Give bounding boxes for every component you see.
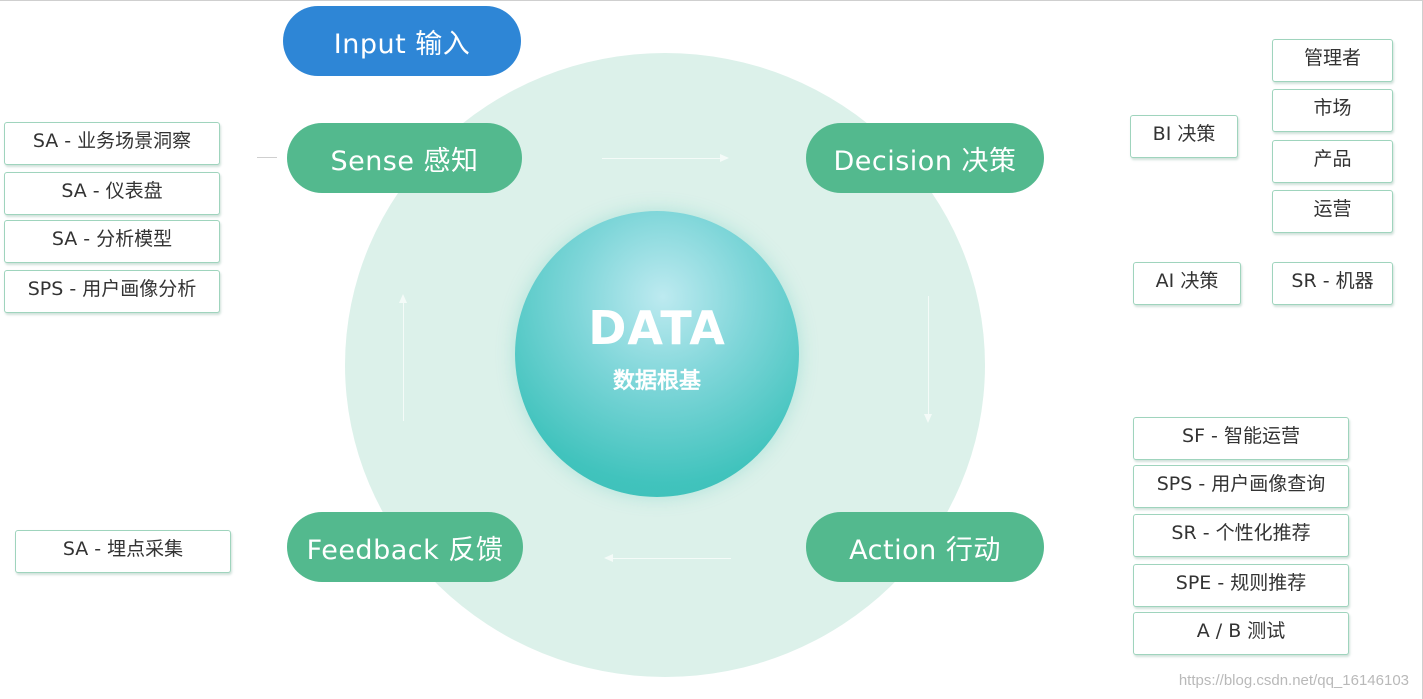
decision-bi-tag: BI 决策 [1130, 115, 1238, 158]
core-subtitle: 数据根基 [612, 369, 701, 394]
core-title: DATA [588, 301, 726, 355]
arrowhead-left-icon [604, 554, 613, 562]
action-tag: SPE - 规则推荐 [1133, 564, 1349, 607]
sense-tag: SPS - 用户画像分析 [4, 270, 220, 313]
stage-sense: Sense 感知 [287, 123, 522, 193]
action-tag: SR - 个性化推荐 [1133, 514, 1349, 557]
stage-decision: Decision 决策 [806, 123, 1044, 193]
decision-role-tag: 市场 [1272, 89, 1393, 132]
sense-tag: SA - 业务场景洞察 [4, 122, 220, 165]
sense-tag: SA - 分析模型 [4, 220, 220, 263]
arrowhead-down-icon [924, 414, 932, 423]
sense-connector-line [257, 157, 277, 158]
sense-tag: SA - 仪表盘 [4, 172, 220, 215]
decision-role-tag: 产品 [1272, 140, 1393, 183]
decision-ai-tag: AI 决策 [1133, 262, 1241, 305]
arrow-action-to-feedback [613, 558, 731, 559]
stage-action: Action 行动 [806, 512, 1044, 582]
feedback-tag: SA - 埋点采集 [15, 530, 231, 573]
decision-ai-role-tag: SR - 机器 [1272, 262, 1393, 305]
action-tag: SPS - 用户画像查询 [1133, 465, 1349, 508]
watermark: https://blog.csdn.net/qq_16146103 [1178, 672, 1409, 689]
decision-role-tag: 运营 [1272, 190, 1393, 233]
arrow-sense-to-decision [602, 158, 720, 159]
frame-top-border [0, 0, 1423, 1]
decision-role-tag: 管理者 [1272, 39, 1393, 82]
stage-input: Input 输入 [283, 6, 521, 76]
arrowhead-up-icon [399, 294, 407, 303]
action-tag: SF - 智能运营 [1133, 417, 1349, 460]
action-tag: A / B 测试 [1133, 612, 1349, 655]
stage-feedback: Feedback 反馈 [287, 512, 523, 582]
data-core: DATA 数据根基 [515, 211, 799, 497]
arrow-feedback-to-sense [403, 303, 404, 421]
arrow-decision-to-action [928, 296, 929, 414]
arrowhead-right-icon [720, 154, 729, 162]
